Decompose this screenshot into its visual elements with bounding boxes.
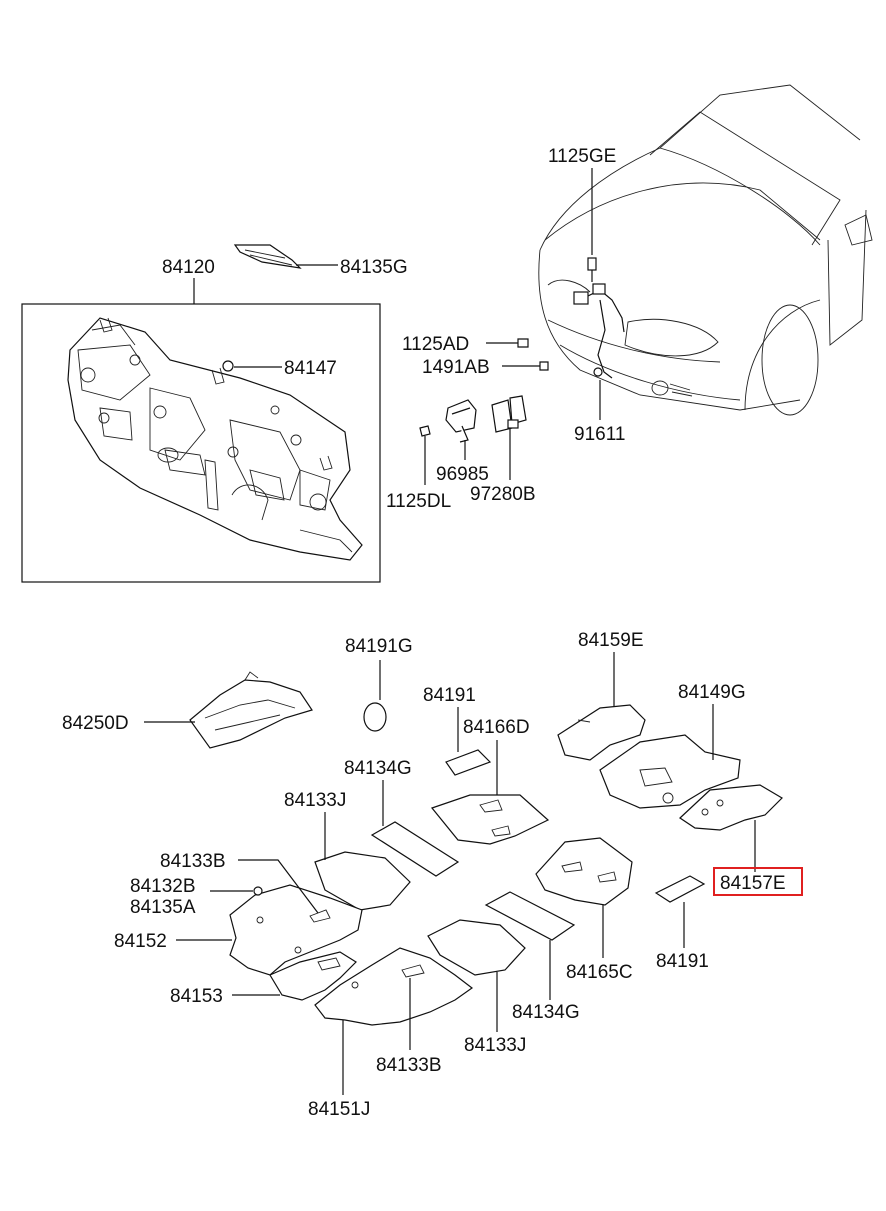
label-84134G-top: 84134G: [344, 758, 412, 779]
label-84166D: 84166D: [463, 717, 530, 738]
label-91611: 91611: [574, 424, 625, 445]
car-front-illustration: [538, 84, 873, 416]
pad-84149G: [599, 734, 741, 809]
label-97280B: 97280B: [470, 484, 536, 505]
pad-84165C: [535, 837, 633, 906]
pad-84250D: [189, 671, 313, 749]
pad-84151J: [314, 947, 474, 1026]
label-84135A: 84135A: [130, 897, 196, 918]
pad-84133J-bottom: [427, 919, 526, 976]
dash-panel-box: [21, 303, 381, 583]
grommet-84191G: [363, 702, 387, 732]
label-84132B: 84132B: [130, 876, 196, 897]
pad-84152: [229, 884, 363, 976]
label-84157E: 84157E: [720, 873, 786, 894]
dash-panel-insulator: [67, 317, 363, 561]
label-84133J-bottom: 84133J: [464, 1035, 526, 1056]
label-84159E: 84159E: [578, 630, 644, 651]
label-84133J-top: 84133J: [284, 790, 346, 811]
label-84250D: 84250D: [62, 713, 129, 734]
pad-84135G: [233, 244, 302, 269]
label-84153: 84153: [170, 986, 223, 1007]
label-84191G: 84191G: [345, 636, 413, 657]
pad-84134G-bottom: [484, 891, 576, 941]
pad-84134G-top: [370, 821, 460, 877]
pad-84166D: [430, 794, 550, 845]
sensor-96985: [445, 399, 477, 443]
label-1125AD: 1125AD: [402, 334, 469, 355]
highlight-box-84157E: [713, 867, 803, 896]
pad-84191-top: [445, 749, 492, 776]
label-84133B-bottom: 84133B: [376, 1055, 442, 1076]
label-84134G-bottom: 84134G: [512, 1002, 580, 1023]
label-1125DL: 1125DL: [386, 491, 451, 512]
label-84147: 84147: [284, 358, 337, 379]
label-96985: 96985: [436, 464, 489, 485]
label-84120: 84120: [162, 257, 215, 278]
pad-84191-bottom: [654, 875, 706, 903]
label-1491AB: 1491AB: [422, 357, 490, 378]
label-1125GE: 1125GE: [548, 146, 616, 167]
label-84135G: 84135G: [340, 257, 408, 278]
label-84151J: 84151J: [308, 1099, 370, 1120]
pad-84157E: [679, 784, 783, 831]
label-84152: 84152: [114, 931, 167, 952]
label-84149G: 84149G: [678, 682, 746, 703]
pad-84153: [269, 951, 357, 1001]
bracket-97280B: [491, 395, 527, 433]
label-84191-top: 84191: [423, 685, 476, 706]
label-84133B-top: 84133B: [160, 851, 226, 872]
label-84191-bottom: 84191: [656, 951, 709, 972]
pad-84133J-top: [314, 851, 411, 911]
pad-84159E: [557, 704, 646, 761]
label-84165C: 84165C: [566, 962, 633, 983]
